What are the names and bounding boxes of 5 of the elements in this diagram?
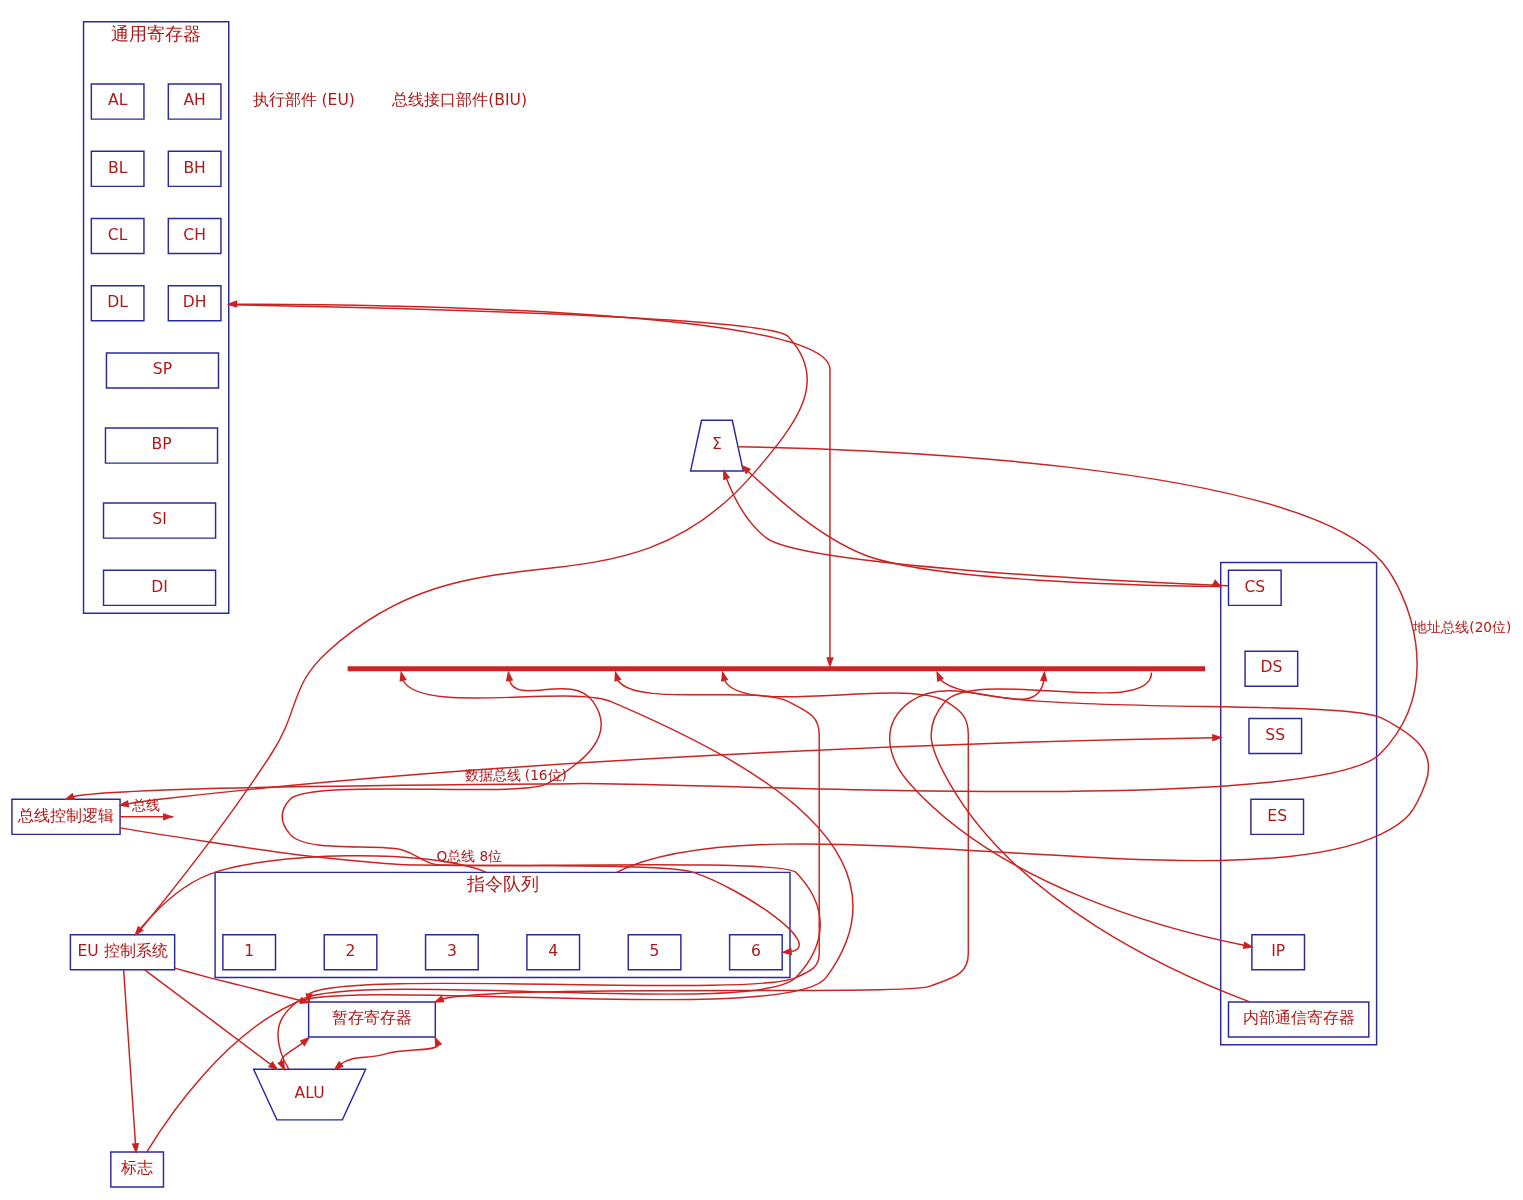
edge-label: 数据总线 (16位) bbox=[464, 766, 567, 783]
edge-label: Q总线 8位 bbox=[436, 847, 503, 864]
label: 执行部件 (EU) bbox=[252, 90, 355, 109]
edge-label: 地址总线(20位) bbox=[1413, 618, 1512, 635]
label: 总线接口部件(BIU) bbox=[392, 90, 528, 109]
